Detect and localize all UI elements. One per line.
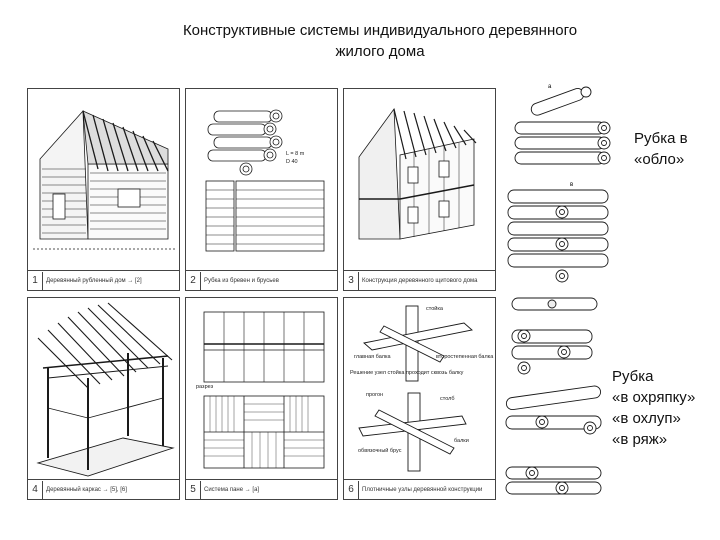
joint-label: Решение узел стойка проходит сквозь балк… (350, 370, 464, 376)
panel-caption: 5 Система пане → [a] (186, 479, 337, 499)
panel-caption: 6 Плотничные узлы деревянной конструкции (344, 479, 495, 499)
slide-title: Конструктивные системы индивидуального д… (90, 20, 670, 62)
title-line-2: жилого дома (335, 43, 425, 60)
joint-label: столб (440, 396, 455, 402)
oblo-corner-drawing: а в (507, 84, 611, 283)
notch-caption: Рубка «в охряпку» «в охлуп» «в ряж» (612, 368, 696, 448)
panel-log-joints: L = 8 m D 40 2 Рубка из бревен и брусьев (185, 88, 338, 291)
panel-frame-house: 3 Конструкция деревянного щитового дома (343, 88, 496, 291)
label-v: в (570, 182, 573, 188)
panel-carpentry-joints: стойка главная балка второстепенная балк… (343, 297, 496, 500)
section-label: разрез (196, 384, 214, 390)
joint-label: стойка (426, 306, 443, 312)
wooden-frame-drawing (36, 302, 175, 477)
panel-caption: 3 Конструкция деревянного щитового дома (344, 270, 495, 290)
log-joints-drawing (205, 109, 325, 252)
carpentry-joints-drawing (358, 305, 473, 472)
size-label: D 40 (286, 159, 298, 165)
joint-label: обвязочный брус (358, 448, 402, 454)
panel-panel-system: разрез 5 Система пане → [a] (185, 297, 338, 500)
joint-label: второстепенная балка (436, 354, 494, 360)
panel-log-house: 1 Деревянный рубленный дом → [2] (27, 88, 180, 291)
size-label: L = 8 m (286, 151, 305, 157)
frame-house-drawing (358, 107, 477, 240)
oblo-caption: Рубка в «обло» (634, 130, 688, 168)
panel-caption: 4 Деревянный каркас → [5], [6] (28, 479, 179, 499)
joint-label: главная балка (354, 354, 391, 360)
joint-label: прогон (366, 392, 384, 398)
log-house-drawing (33, 109, 176, 250)
joint-label: балки (454, 438, 469, 444)
panel-caption: 1 Деревянный рубленный дом → [2] (28, 270, 179, 290)
panel-wooden-frame: 4 Деревянный каркас → [5], [6] (27, 297, 180, 500)
label-a: а (548, 84, 552, 90)
title-line-1: Конструктивные системы индивидуального д… (182, 22, 578, 39)
panel-system-drawing (203, 311, 325, 469)
construction-panels-grid: 1 Деревянный рубленный дом → [2] (27, 88, 497, 500)
notch-joints-drawing (505, 297, 602, 495)
panel-caption: 2 Рубка из бревен и брусьев (186, 270, 337, 290)
